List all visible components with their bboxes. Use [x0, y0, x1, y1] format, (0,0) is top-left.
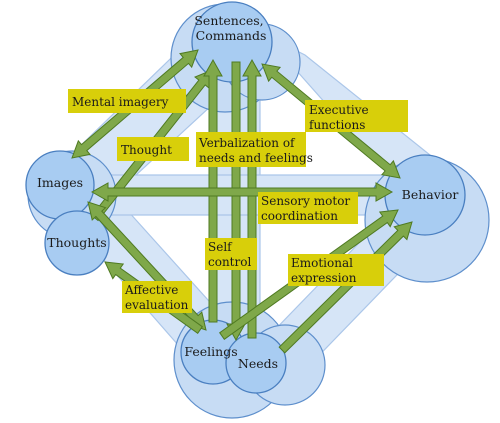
sentences-label: Sentences, Commands — [194, 13, 267, 43]
thoughts-label: Thoughts — [47, 235, 106, 250]
svg-text:Executive functions: Executive functions — [309, 103, 372, 132]
svg-text:Thought: Thought — [121, 143, 172, 157]
verbalization-label: Verbalization of needs and feelings — [196, 132, 313, 167]
svg-text:Mental imagery: Mental imagery — [72, 95, 169, 109]
svg-text:Self control: Self control — [208, 240, 251, 269]
svg-text:Sensory motor coordina: Sensory motor coordination — [261, 194, 354, 223]
svg-text:Emotional expression: Emotional expression — [291, 256, 357, 285]
svg-text:Verbalization of needs: Verbalization of needs and feelings — [198, 136, 313, 165]
edge-labels: Mental imagery Thought Verbalization of … — [68, 89, 408, 313]
self-control-label: Self control — [205, 238, 257, 270]
behavior-label: Behavior — [402, 187, 459, 202]
images-label: Images — [37, 175, 83, 190]
thoughts-node — [44, 210, 110, 276]
executive-functions-label: Executive functions — [305, 100, 408, 132]
thought-label: Thought — [117, 137, 189, 161]
sensory-motor-label: Sensory motor coordination — [258, 192, 358, 224]
arrow-images-behavior — [90, 182, 394, 202]
feelings-label: Feelings — [184, 344, 237, 359]
svg-text:Affective evaluation: Affective evaluation — [124, 283, 189, 312]
emotional-expression-label: Emotional expression — [288, 254, 384, 286]
needs-label: Needs — [238, 356, 278, 371]
arrow-needs-behavior — [278, 221, 413, 354]
mental-imagery-label: Mental imagery — [68, 89, 186, 113]
affective-evaluation-label: Affective evaluation — [122, 281, 192, 313]
arrow-needs-sentences — [242, 58, 262, 339]
node-labels: Sentences, Commands Images Thoughts Beha… — [37, 13, 458, 371]
